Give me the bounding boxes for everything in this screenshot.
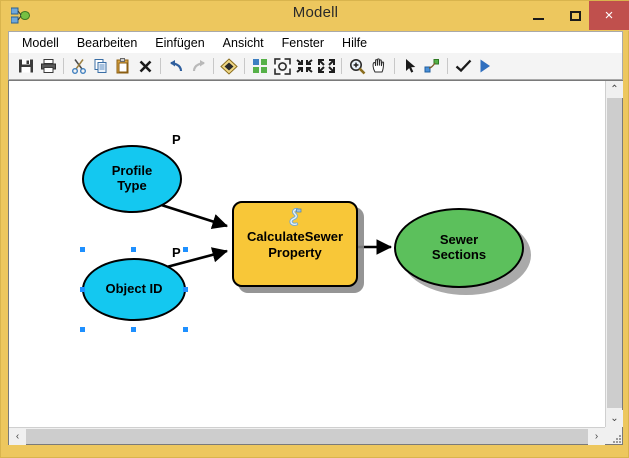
minimize-button[interactable]	[516, 1, 560, 30]
node-label-profile-type: Profile Type	[111, 163, 153, 193]
undo-icon[interactable]	[165, 55, 187, 77]
node-sewer-sections[interactable]: Sewer Sections	[394, 208, 524, 288]
close-button[interactable]: ×	[589, 1, 629, 30]
auto-layout-icon[interactable]	[249, 55, 271, 77]
scroll-up-button[interactable]: ⌃	[606, 81, 623, 98]
select-cursor-icon[interactable]	[399, 55, 421, 77]
node-label-object-id: Object ID	[105, 281, 163, 297]
copy-icon[interactable]	[90, 55, 112, 77]
model-canvas-frame: P Profile Type P Object ID	[8, 80, 623, 445]
zoom-in-icon[interactable]	[346, 55, 368, 77]
node-profile-type[interactable]: Profile Type	[82, 145, 182, 213]
window-title: Modell	[292, 4, 339, 21]
scroll-down-button[interactable]: ⌄	[606, 410, 623, 427]
diagram-properties-icon[interactable]	[271, 55, 293, 77]
menu-item-einfugen[interactable]: Einfügen	[155, 35, 205, 50]
selection-handle-w[interactable]	[80, 287, 85, 292]
maximize-button[interactable]	[553, 1, 597, 30]
toolbar-separator	[160, 58, 161, 74]
parameter-badge-profile-type: P	[172, 132, 181, 147]
vertical-scrollbar[interactable]: ⌃ ⌄	[605, 81, 623, 427]
selection-handle-s[interactable]	[131, 327, 136, 332]
node-calculate-sewer-property[interactable]: CalculateSewer Property	[232, 201, 358, 287]
horizontal-scrollbar[interactable]: ‹ ›	[9, 427, 605, 445]
model-canvas[interactable]: P Profile Type P Object ID	[9, 81, 605, 427]
scroll-right-button[interactable]: ›	[588, 428, 605, 445]
toolbar-separator	[63, 58, 64, 74]
delete-icon[interactable]	[134, 55, 156, 77]
toolbar-separator	[447, 58, 448, 74]
toolbar-separator	[244, 58, 245, 74]
menu-item-modell[interactable]: Modell	[22, 35, 59, 50]
toolbar-separator	[341, 58, 342, 74]
node-object-id[interactable]: Object ID	[82, 258, 186, 321]
toolbar	[8, 53, 623, 80]
save-icon[interactable]	[15, 55, 37, 77]
menu-item-ansicht[interactable]: Ansicht	[222, 35, 264, 50]
redo-icon	[187, 55, 209, 77]
horizontal-scroll-thumb[interactable]	[26, 429, 588, 444]
selection-handle-nw[interactable]	[80, 247, 85, 252]
paste-icon[interactable]	[112, 55, 134, 77]
parameter-badge-object-id: P	[172, 245, 181, 260]
toolbar-separator	[394, 58, 395, 74]
menu-item-bearbeiten[interactable]: Bearbeiten	[76, 35, 138, 50]
add-data-icon[interactable]	[218, 55, 240, 77]
node-label-calculate-sewer-property: CalculateSewer Property	[246, 229, 344, 260]
menu-item-hilfe[interactable]: Hilfe	[342, 35, 368, 50]
close-icon: ×	[604, 7, 614, 24]
selection-handle-se[interactable]	[183, 327, 188, 332]
minimize-icon	[532, 17, 544, 20]
connect-icon[interactable]	[421, 55, 443, 77]
full-extent-icon[interactable]	[315, 55, 337, 77]
resize-grip[interactable]	[605, 427, 622, 444]
node-label-sewer-sections: Sewer Sections	[431, 232, 487, 262]
menu-item-fenster[interactable]: Fenster	[281, 35, 325, 50]
menu-bar: Modell Bearbeiten Einfügen Ansicht Fenst…	[8, 31, 623, 53]
selection-handle-sw[interactable]	[80, 327, 85, 332]
selection-handle-e[interactable]	[183, 287, 188, 292]
cut-icon[interactable]	[68, 55, 90, 77]
script-tool-icon	[286, 207, 304, 226]
print-icon[interactable]	[37, 55, 59, 77]
toolbar-separator	[213, 58, 214, 74]
pan-hand-icon[interactable]	[368, 55, 390, 77]
scroll-left-button[interactable]: ‹	[9, 428, 26, 445]
run-play-icon[interactable]	[474, 55, 496, 77]
validate-check-icon[interactable]	[452, 55, 474, 77]
zoom-to-selection-icon[interactable]	[293, 55, 315, 77]
title-bar[interactable]: Modell ×	[1, 1, 629, 31]
modelbuilder-icon	[10, 7, 31, 25]
selection-handle-n[interactable]	[131, 247, 136, 252]
maximize-icon	[569, 10, 581, 21]
selection-handle-ne[interactable]	[183, 247, 188, 252]
vertical-scroll-thumb[interactable]	[607, 98, 622, 408]
